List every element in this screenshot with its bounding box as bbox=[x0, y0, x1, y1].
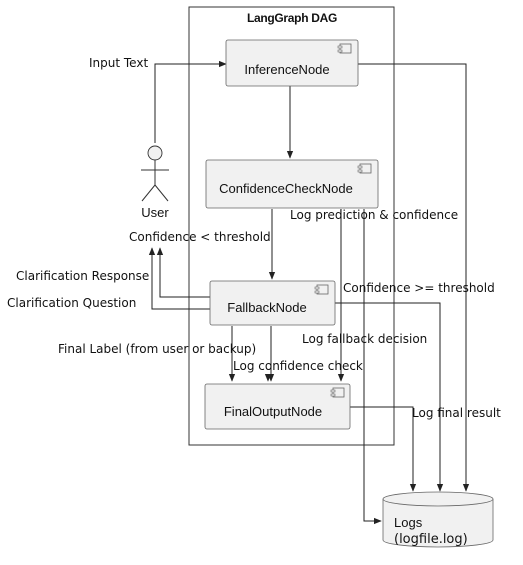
component-icon bbox=[357, 163, 372, 174]
edge-labels: Input Text Confidence < threshold Clarif… bbox=[7, 56, 501, 420]
label-clarification-response: Clarification Response bbox=[16, 269, 149, 283]
edge-log-prediction bbox=[363, 209, 382, 525]
edge-log-fallback bbox=[335, 302, 444, 492]
logs-database: Logs (logfile.log) bbox=[382, 491, 494, 548]
edge-input-text bbox=[154, 60, 227, 143]
edge-clarification-question bbox=[148, 247, 210, 310]
inference-node-label: InferenceNode bbox=[244, 62, 329, 77]
label-input-text: Input Text bbox=[89, 56, 148, 70]
cluster-title: LangGraph DAG bbox=[247, 11, 337, 25]
database-icon-label: Logs bbox=[394, 515, 423, 530]
label-log-final-result: Log final result bbox=[412, 406, 501, 420]
user-actor: User bbox=[141, 145, 169, 220]
label-log-fallback: Log fallback decision bbox=[302, 332, 427, 346]
edge-log-inference bbox=[358, 63, 470, 492]
fallback-node-label: FallbackNode bbox=[227, 300, 307, 315]
edges bbox=[148, 60, 470, 525]
label-final-label: Final Label (from user or backup) bbox=[58, 342, 256, 356]
database-file-label: (logfile.log) bbox=[394, 532, 468, 547]
final-output-node: FinalOutputNode bbox=[204, 383, 351, 430]
component-icon bbox=[314, 284, 329, 295]
component-icon bbox=[337, 43, 352, 54]
edge-clarification-response bbox=[156, 247, 210, 298]
component-icon bbox=[330, 387, 345, 398]
label-log-confidence-check: Log confidence check bbox=[233, 359, 363, 373]
label-confidence-low: Confidence < threshold bbox=[129, 230, 271, 244]
confidence-check-node: ConfidenceCheckNode bbox=[205, 159, 379, 209]
label-confidence-high: Confidence >= threshold bbox=[343, 281, 495, 295]
label-clarification-question: Clarification Question bbox=[7, 296, 136, 310]
user-label: User bbox=[141, 205, 169, 220]
fallback-node: FallbackNode bbox=[209, 280, 336, 326]
label-log-prediction: Log prediction & confidence bbox=[290, 208, 458, 222]
confidence-check-node-label: ConfidenceCheckNode bbox=[219, 181, 353, 196]
final-output-node-label: FinalOutputNode bbox=[224, 404, 322, 419]
langgraph-dag-cluster: LangGraph DAG bbox=[188, 6, 395, 446]
inference-node: InferenceNode bbox=[225, 39, 359, 87]
edge-log-final-result bbox=[350, 406, 417, 492]
